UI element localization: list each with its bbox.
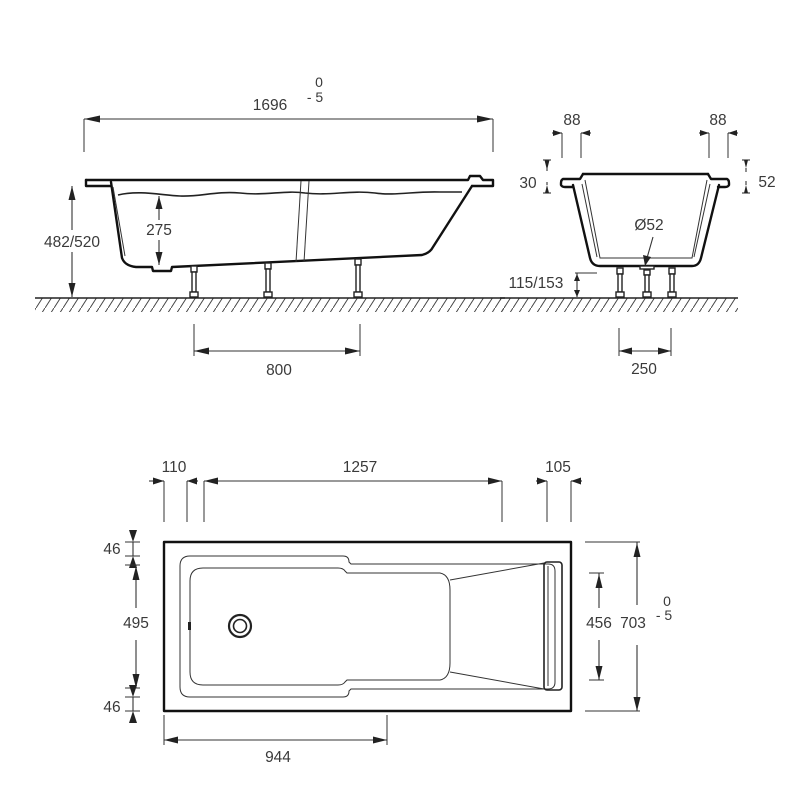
head-offset-dimension: 110 (149, 459, 198, 522)
floor-hatch-end (500, 297, 738, 312)
side-rim-top-label: 46 (103, 541, 120, 558)
plan-view: 110 1257 105 (103, 459, 672, 766)
rim-thickness-left-label: 30 (519, 175, 537, 192)
leg-spacing-label: 800 (266, 362, 292, 379)
rim-width-right-dimension: 88 (699, 112, 738, 158)
foot-offset-label: 105 (545, 459, 571, 476)
end-leg-spacing-label: 250 (631, 361, 657, 378)
inner-length-dimension: 1257 (203, 459, 503, 522)
side-rim-bottom-dimension: 46 (103, 685, 140, 723)
headrest (449, 561, 563, 691)
leg-spacing-dimension: 800 (193, 324, 361, 379)
length-tolerance-lower: - 5 (307, 89, 324, 105)
rim-width-left-dimension: 88 (552, 112, 591, 158)
leg-height-dimension: 115/153 (509, 272, 597, 297)
tub-end-profile (559, 172, 731, 298)
rim-thickness-right-label: 52 (758, 174, 775, 191)
inner-width-dimension: 495 (123, 564, 149, 689)
headrest-width-dimension: 456 (586, 572, 612, 681)
headrest-width-label: 456 (586, 615, 612, 632)
inner-length-label: 1257 (343, 459, 377, 476)
head-offset-label: 110 (162, 459, 187, 476)
rim-height-dimension: 482/520 (30, 186, 110, 297)
length-tolerance-upper: 0 (315, 74, 323, 90)
water-depth-dimension: 275 (140, 196, 178, 265)
overall-length-dimension: 1696 0 - 5 (83, 74, 494, 152)
drain-to-step-label: 944 (265, 749, 291, 766)
drain-to-step-dimension: 944 (163, 715, 388, 766)
overall-width-label: 703 (620, 615, 646, 632)
drain-diameter-label: Ø52 (634, 217, 663, 234)
basin-outline-outer (179, 555, 556, 698)
overall-width-dimension: 703 0 - 5 (585, 541, 673, 712)
tub-legs (189, 258, 363, 298)
side-elevation-view: 1696 0 - 5 (30, 74, 505, 379)
rim-width-left-label: 88 (563, 112, 580, 129)
rim-width-right-label: 88 (709, 112, 726, 129)
rim-height-label: 482/520 (44, 234, 100, 251)
water-depth-label: 275 (146, 222, 172, 239)
inner-width-label: 495 (123, 615, 149, 632)
floor-hatch-side (35, 297, 505, 312)
foot-offset-dimension: 105 (536, 459, 582, 522)
end-leg-spacing-dimension: 250 (618, 328, 672, 378)
basin-floor (189, 567, 451, 686)
side-rim-top-dimension: 46 (103, 530, 140, 568)
overall-length-label: 1696 (253, 97, 287, 114)
tub-outer-outline (162, 540, 573, 713)
drain-diameter-callout: Ø52 (634, 217, 664, 266)
rim-thickness-left-dimension: 30 (519, 159, 551, 194)
side-rim-bottom-label: 46 (103, 699, 120, 716)
rim-thickness-right-dimension: 52 (742, 159, 776, 194)
leg-height-label: 115/153 (509, 275, 564, 292)
overflow-icon (188, 622, 191, 630)
end-elevation-view: 88 88 30 52 (500, 112, 776, 378)
tub-side-profile (84, 174, 495, 298)
drain-icon (227, 613, 253, 639)
width-tolerance-upper: 0 (663, 593, 671, 609)
width-tolerance-lower: - 5 (656, 607, 673, 623)
